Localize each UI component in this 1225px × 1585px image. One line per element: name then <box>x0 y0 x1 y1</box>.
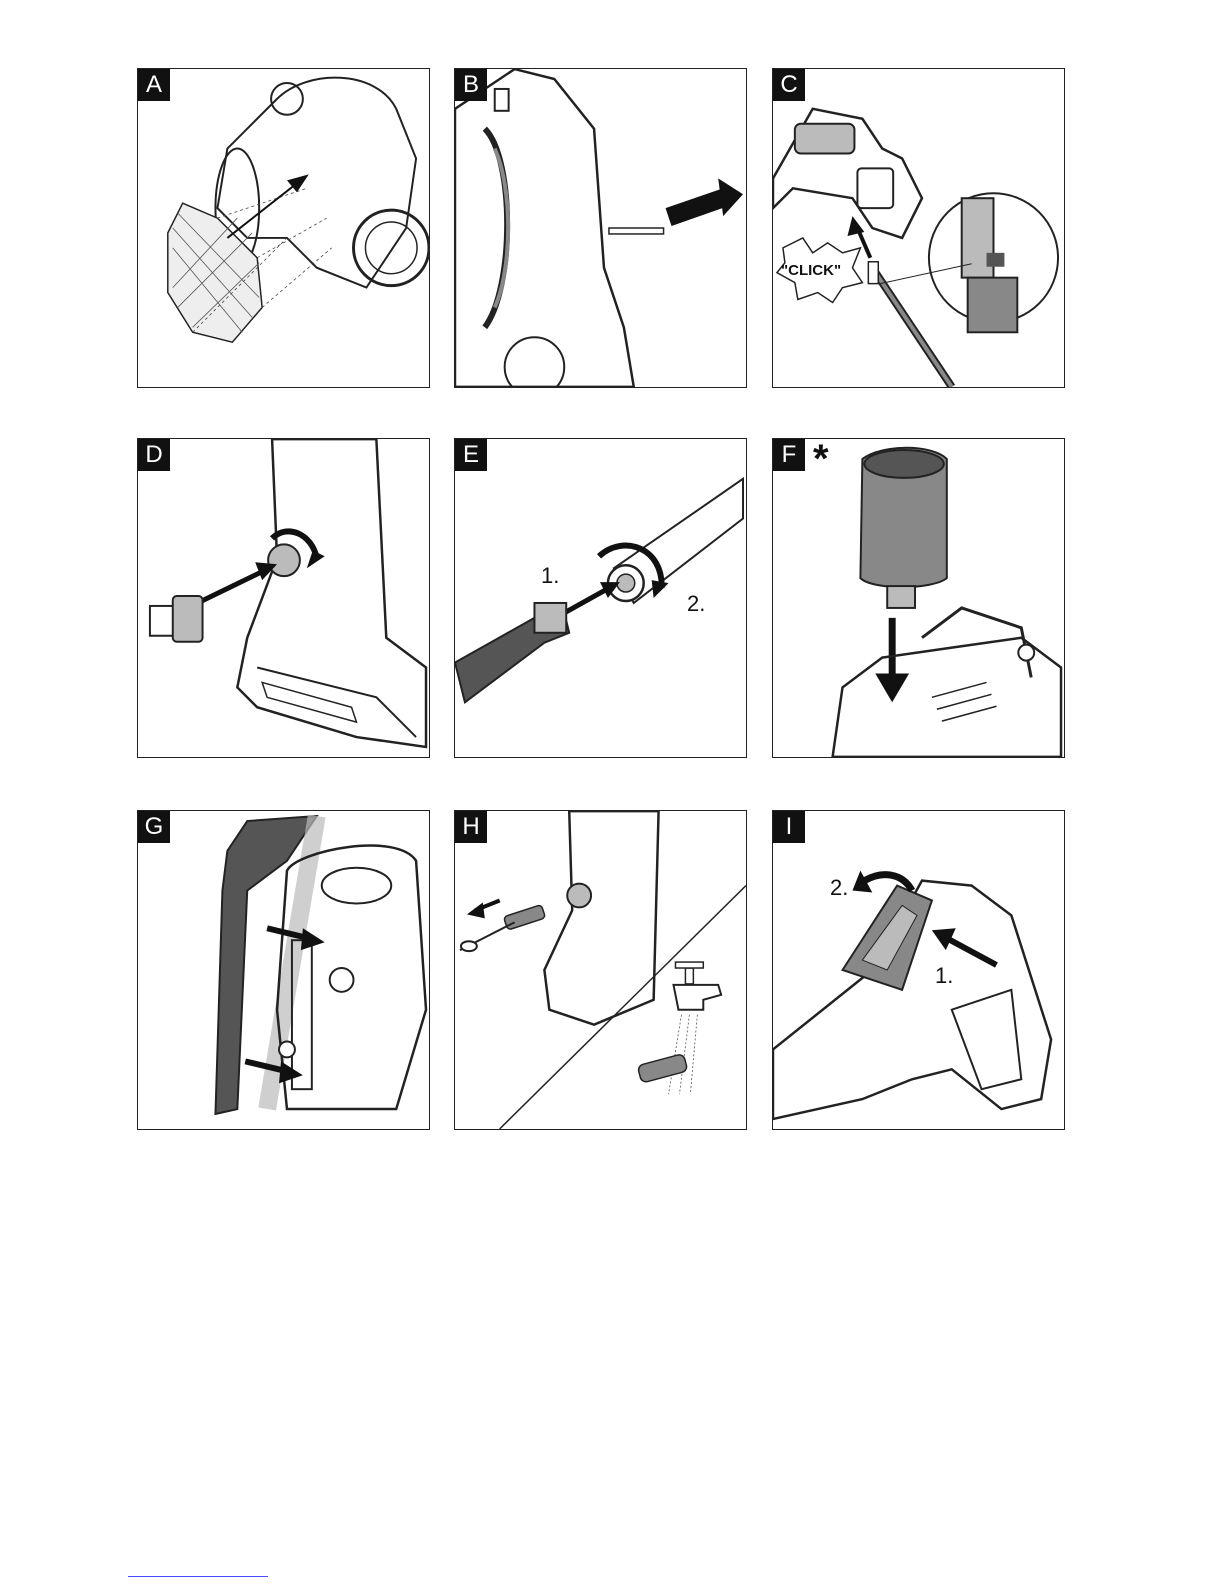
panel-label: C <box>773 69 805 101</box>
panel-label: E <box>455 439 487 471</box>
filter-screen-illustration <box>138 69 429 387</box>
detergent-bottle-illustration <box>773 439 1064 757</box>
panel-label: G <box>138 811 170 843</box>
figure-panel-i: I 1. 2. <box>772 810 1065 1130</box>
step-two-label: 2. <box>830 875 848 901</box>
figure-panel-g: G <box>137 810 430 1130</box>
figure-panel-e: E 1. 2. <box>454 438 747 758</box>
figure-panel-h: H <box>454 810 747 1130</box>
figure-panel-f: F * <box>772 438 1065 758</box>
click-sound-label: "CLICK" <box>781 262 841 279</box>
step-one-label: 1. <box>935 963 953 989</box>
hose-removal-illustration <box>455 69 746 387</box>
figure-panel-b: B <box>454 68 747 388</box>
water-connector-illustration <box>138 439 429 757</box>
storage-illustration <box>138 811 429 1129</box>
footer-link-underline <box>128 1576 268 1577</box>
panel-label: A <box>138 69 170 101</box>
figure-panel-c: C "CLICK" <box>772 68 1065 388</box>
panel-label: H <box>455 811 487 843</box>
step-one-label: 1. <box>541 563 559 589</box>
panel-label: I <box>773 811 805 843</box>
panel-label: D <box>138 439 170 471</box>
panel-label: F <box>773 439 805 471</box>
filter-cleaning-illustration <box>455 811 746 1129</box>
gun-connection-illustration <box>773 69 1064 387</box>
figure-panel-a: A <box>137 68 430 388</box>
optional-accessory-marker: * <box>813 439 829 479</box>
figure-panel-d: D <box>137 438 430 758</box>
step-two-label: 2. <box>687 591 705 617</box>
panel-label: B <box>455 69 487 101</box>
trigger-lock-illustration <box>773 811 1064 1129</box>
